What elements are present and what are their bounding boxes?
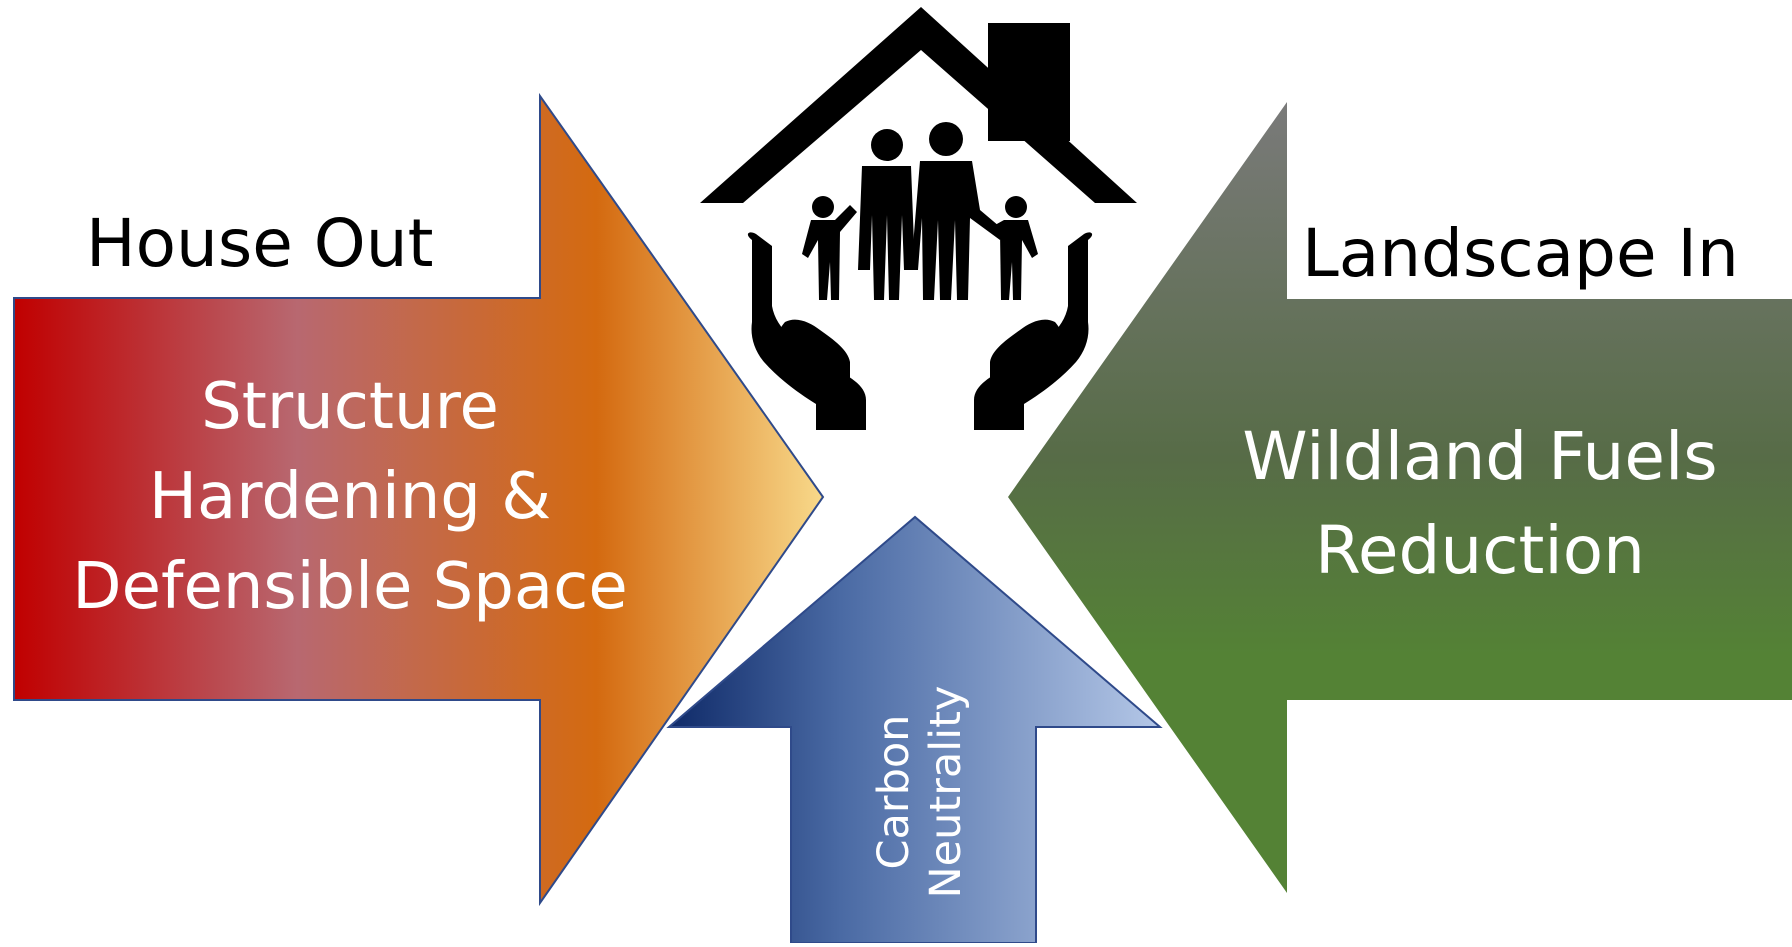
right-arrow bbox=[1008, 102, 1792, 893]
structure-line-3: Defensible Space bbox=[72, 550, 628, 624]
left-arrow bbox=[13, 92, 825, 907]
bottom-arrow bbox=[666, 515, 1163, 944]
wildland-line-1: Wildland Fuels bbox=[1242, 418, 1718, 495]
landscape-in-label: Landscape In bbox=[1302, 215, 1739, 292]
structure-line-1: Structure bbox=[201, 370, 499, 444]
family-home-hands-icon bbox=[700, 7, 1137, 430]
carbon-line-1: Carbon bbox=[869, 714, 919, 870]
house-out-label: House Out bbox=[86, 205, 434, 282]
wildland-fuels-text: Wildland Fuels Reduction bbox=[1200, 410, 1760, 598]
carbon-line-2: Neutrality bbox=[921, 685, 971, 899]
wildland-line-2: Reduction bbox=[1315, 512, 1645, 589]
structure-line-2: Hardening & bbox=[148, 460, 552, 534]
structure-hardening-text: Structure Hardening & Defensible Space bbox=[40, 362, 660, 632]
